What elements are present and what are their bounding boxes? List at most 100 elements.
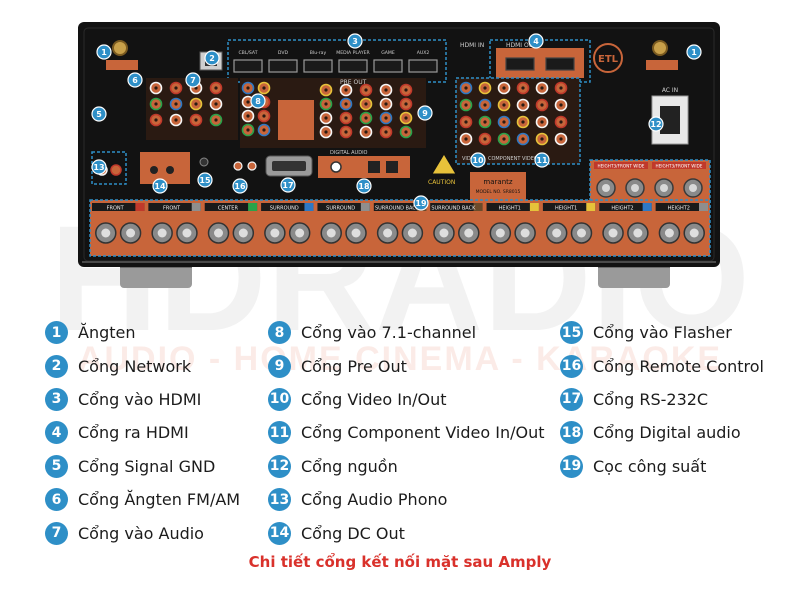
- model-brand: marantz: [483, 178, 512, 186]
- legend-number-badge: 14: [268, 521, 291, 545]
- legend-number-badge: 8: [268, 321, 291, 345]
- callout-number: 2: [209, 54, 215, 63]
- legend-item: 2 Cổng Network: [45, 349, 295, 382]
- speaker-label: SURROUND: [326, 206, 355, 212]
- legend-number-badge: 19: [560, 454, 583, 478]
- legend-number-badge: 16: [560, 354, 583, 378]
- section-label-hdmi-in: HDMI IN: [460, 42, 484, 49]
- legend-label: Ăngten: [78, 323, 136, 343]
- callout-marker: [413, 195, 429, 211]
- callout-marker: [152, 178, 168, 194]
- height3-label: HEIGHT3/FRONT WIDE: [598, 164, 645, 169]
- callout-number: 4: [533, 37, 539, 46]
- hdmi-in-port: [268, 59, 298, 73]
- callout-number: 13: [93, 163, 104, 172]
- height3-binding-posts: [596, 178, 703, 198]
- antenna-connector-right: [652, 40, 668, 56]
- callout-number: 14: [154, 182, 166, 191]
- legend-label: Cổng vào Flasher: [593, 323, 732, 343]
- hdmi-in-port: [338, 59, 368, 73]
- callout-marker: [280, 177, 296, 193]
- legend-label: Cổng Component Video In/Out: [301, 423, 545, 443]
- hdmi-in-port: [233, 59, 263, 73]
- legend-label: Cổng Ăngten FM/AM: [78, 490, 241, 510]
- legend-label: Cổng Network: [78, 356, 192, 376]
- legend-item: 10 Cổng Video In/Out: [268, 383, 518, 416]
- legend-number-badge: 2: [45, 354, 68, 378]
- callout-marker: [197, 172, 213, 188]
- legend-item: 8 Cổng vào 7.1-channel: [268, 316, 518, 349]
- hdmi-out-port: [505, 57, 535, 71]
- speaker-label: SURROUND BACK: [431, 206, 476, 212]
- hdmi-in-label: AUX2: [417, 50, 430, 56]
- callout-number: 7: [190, 76, 196, 85]
- legend-label: Cổng vào Audio: [78, 523, 204, 543]
- callout-marker: [127, 72, 143, 88]
- legend-item: 11 Cổng Component Video In/Out: [268, 416, 545, 449]
- callout-marker: [356, 178, 372, 194]
- callout-marker: [96, 44, 112, 60]
- model-plate: [470, 172, 526, 200]
- callout-number: 10: [472, 156, 484, 165]
- foot-left: [120, 262, 192, 288]
- callout-number: 17: [282, 181, 293, 190]
- callout-number: 8: [255, 97, 261, 106]
- speaker-label: CENTER: [218, 206, 239, 212]
- callout-number: 5: [96, 110, 102, 119]
- legend-number-badge: 1: [45, 321, 68, 345]
- legend-number-badge: 13: [268, 488, 291, 512]
- hdmi-in-label: CBL/SAT: [238, 50, 257, 56]
- speaker-label: HEIGHT1: [499, 206, 521, 212]
- antenna-connector-left: [112, 40, 128, 56]
- callout-number: 1: [101, 48, 107, 57]
- section-label-speakers: SPEAKERS: [346, 256, 372, 262]
- legend-number-badge: 10: [268, 387, 291, 411]
- legend-number-badge: 18: [560, 421, 583, 445]
- legend-label: Cổng Video In/Out: [301, 389, 447, 409]
- etl-label: ETL: [598, 54, 619, 65]
- callout-number: 11: [536, 156, 548, 165]
- figure-caption: Chi tiết cổng kết nối mặt sau Amply: [248, 553, 552, 571]
- hdmi-in-label: Blu-ray: [310, 50, 327, 56]
- callout-marker: [534, 152, 550, 168]
- section-label-ac-in: AC IN: [662, 87, 678, 94]
- legend-label: Cổng Digital audio: [593, 423, 741, 443]
- legend-item: 17 Cổng RS-232C: [560, 383, 800, 416]
- legend-label: Cổng RS-232C: [593, 389, 709, 409]
- hdmi-in-port: [373, 59, 403, 73]
- legend-label: Cổng Signal GND: [78, 456, 216, 476]
- callout-marker: [91, 106, 107, 122]
- legend-label: Cổng Remote Control: [593, 356, 764, 376]
- caution-label: CAUTION: [428, 179, 455, 186]
- legend-item: 16 Cổng Remote Control: [560, 349, 800, 382]
- callout-number: 15: [199, 176, 211, 185]
- speaker-label: HEIGHT2: [668, 206, 690, 212]
- callout-marker: [648, 116, 664, 132]
- callout-number: 1: [691, 48, 697, 57]
- callout-marker: [470, 152, 486, 168]
- model-number: MODEL NO. SR8015: [476, 189, 521, 195]
- speaker-label: SURROUND: [270, 206, 299, 212]
- legend-number-badge: 9: [268, 354, 291, 378]
- hdmi-in-label: DVD: [278, 50, 289, 56]
- legend-number-badge: 3: [45, 387, 68, 411]
- legend-label: Cổng Audio Phono: [301, 490, 448, 510]
- speaker-label: FRONT: [107, 206, 125, 212]
- section-label-preout: PRE OUT: [340, 79, 367, 86]
- legend-number-badge: 17: [560, 387, 583, 411]
- callout-marker: [528, 33, 544, 49]
- legend-label: Cổng vào 7.1-channel: [301, 323, 477, 343]
- legend-number-badge: 11: [268, 421, 291, 445]
